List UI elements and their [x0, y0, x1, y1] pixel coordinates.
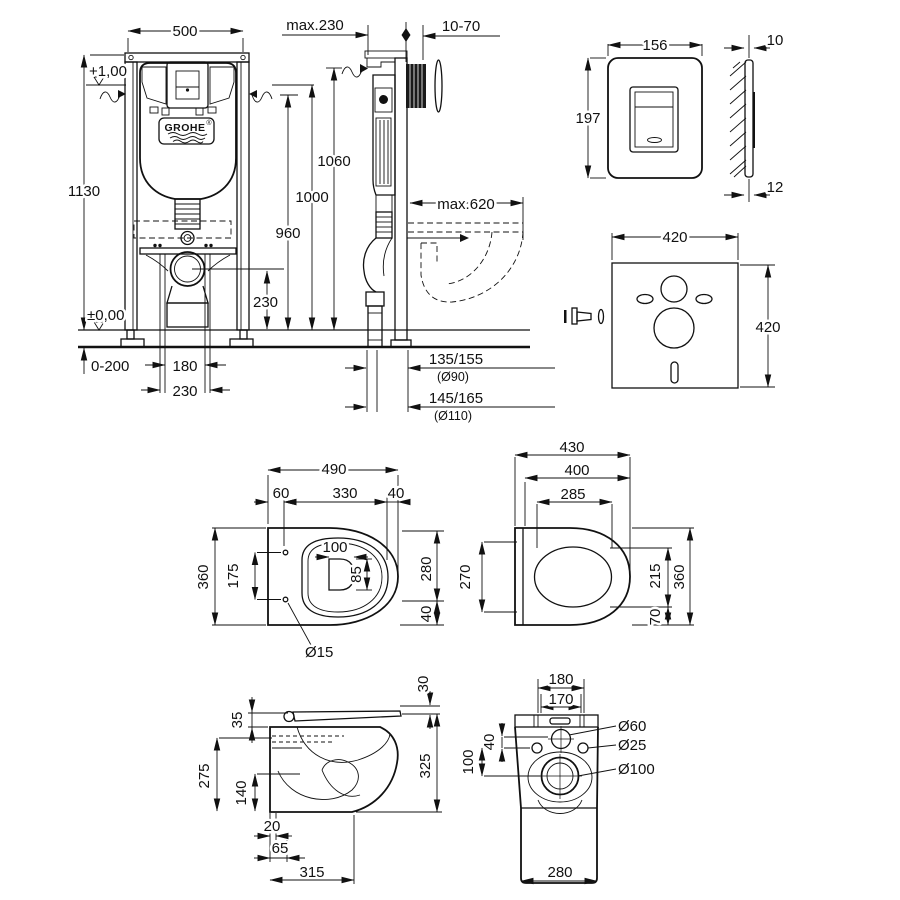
dim-plate-thickness-top: 10 — [767, 32, 784, 49]
drain-opening — [328, 558, 355, 591]
dim-seat-r3: 70 — [647, 609, 664, 626]
bowl-top-view: 490 60 330 40 100 85 175 360 280 40 Ø15 — [193, 459, 444, 664]
dim-drain-width: 100 — [322, 539, 347, 556]
dim-seat-a: 400 — [564, 462, 589, 479]
seat-outline — [514, 527, 631, 626]
dim-rear-dia3: Ø100 — [618, 761, 655, 778]
seat-opening — [533, 546, 613, 608]
flush-plate-view: 156 197 10 12 — [573, 30, 786, 202]
mounting-face-top — [514, 714, 599, 728]
side-rail — [394, 57, 408, 341]
dim-bowl-width: 360 — [195, 564, 212, 589]
dim-seat-r1: 215 — [647, 563, 664, 588]
plate-frame — [166, 61, 209, 109]
inlet-hole — [550, 728, 572, 750]
dim-seat-thickness: 35 — [229, 712, 246, 729]
dim-plate-thickness-bottom: 12 — [767, 179, 784, 196]
dim-hole-diameter: Ø15 — [305, 644, 333, 661]
dim-seat-left: 270 — [457, 564, 474, 589]
wall-face-marker — [401, 28, 411, 42]
flush-plate — [607, 57, 703, 179]
dim-outlet1-dia: (Ø90) — [437, 370, 469, 384]
level-top: +1,00 — [89, 63, 127, 80]
dim-bowl-depth: 315 — [299, 864, 324, 881]
dim-h1060: 1060 — [317, 153, 350, 170]
dim-rear-dia2: Ø25 — [618, 737, 646, 754]
dim-mat-width: 420 — [662, 229, 687, 246]
dim-outlet-height: 230 — [253, 294, 278, 311]
flush-button-frame — [629, 86, 679, 153]
dim-bowl-r1: 280 — [418, 556, 435, 581]
sound-mat — [611, 262, 739, 389]
dim-bowl-a: 60 — [273, 485, 290, 502]
dim-bowlside-h1: 275 — [196, 763, 213, 788]
dim-rear-b: 170 — [548, 691, 573, 708]
fixing-bolt-set-icon — [564, 307, 605, 325]
cut-wave-right — [251, 91, 273, 103]
frame-front-view: GROHE ® 500 1130 +1,00 ±0,00 0-200 230 1… — [65, 21, 530, 403]
cut-wave-left — [99, 91, 121, 103]
grohe-logo: GROHE — [164, 122, 205, 134]
wall-section — [406, 64, 426, 108]
dim-seat-r2: 360 — [671, 564, 688, 589]
dim-rod-180: 180 — [172, 358, 197, 375]
dim-frame-height: 1130 — [68, 183, 100, 200]
cut-wave-side — [341, 66, 363, 78]
grohe-logo-box — [158, 117, 215, 145]
bowl-rear-view: 180 170 40 100 Ø60 Ø25 Ø100 280 — [458, 669, 657, 885]
dim-plate-height: 197 — [575, 110, 600, 127]
frame-top-bar — [124, 52, 250, 63]
dim-bowl-r2: 40 — [418, 606, 435, 623]
dim-bowlside-h2: 140 — [233, 780, 250, 805]
dim-rear-width: 280 — [547, 864, 572, 881]
bowl-profile — [269, 726, 399, 813]
dim-seat-length: 430 — [559, 439, 584, 456]
dim-outlet1: 135/155 — [429, 351, 483, 368]
frame-side-view: max.230 10-70 1060 1000 960 max.620 135/… — [273, 15, 555, 425]
dim-h960: 960 — [275, 225, 300, 242]
dim-h1000: 1000 — [295, 189, 328, 206]
dim-mat-height: 420 — [755, 319, 780, 336]
dim-outlet2-dia: (Ø110) — [434, 409, 472, 423]
dim-bowl-b: 330 — [332, 485, 357, 502]
seat-top-view: 430 400 285 270 215 360 70 — [455, 437, 694, 628]
dim-hole-spacing: 175 — [225, 563, 242, 588]
dim-rear-a: 180 — [548, 671, 573, 688]
dim-rear-d: 100 — [460, 749, 477, 774]
dim-max-reach: max.620 — [437, 196, 495, 213]
dim-frame-width: 500 — [172, 23, 197, 40]
dim-bowlside-b: 65 — [272, 840, 289, 857]
dim-rear-dia1: Ø60 — [618, 718, 646, 735]
frame-left-rail — [124, 61, 138, 331]
dim-drain-height: 85 — [348, 566, 365, 583]
registered-mark: ® — [206, 119, 212, 127]
cistern-side — [372, 74, 396, 196]
dim-bowlside-h3: 325 — [417, 753, 434, 778]
bowl-side-view: 30 35 275 140 20 65 315 325 — [194, 673, 442, 884]
dim-outlet2: 145/165 — [429, 390, 483, 407]
sound-mat-view: 420 420 — [564, 227, 783, 389]
level-floor: ±0,00 — [87, 307, 124, 324]
seat-lid-profile — [292, 710, 402, 722]
dim-lid-thickness: 30 — [415, 676, 432, 693]
plate-side-profile — [434, 59, 443, 113]
dim-bowl-c: 40 — [388, 485, 405, 502]
dim-max-depth: max.230 — [286, 17, 344, 34]
cistern-outline — [139, 62, 237, 200]
drain-elbow — [362, 237, 377, 293]
frame-right-rail — [236, 61, 250, 331]
dim-seat-b: 285 — [560, 486, 585, 503]
dim-foot-adjust: 0-200 — [91, 358, 129, 375]
bowl-outline — [267, 527, 399, 626]
flush-plate-side: 10 12 — [724, 30, 786, 202]
dim-rear-c: 40 — [481, 734, 498, 751]
dim-plate-width: 156 — [642, 37, 667, 54]
bowl-rear-outline — [514, 726, 599, 884]
dim-bowlside-a: 20 — [264, 818, 281, 835]
dim-bowl-length: 490 — [321, 461, 346, 478]
dim-rod-230: 230 — [172, 383, 197, 400]
dim-wall-range: 10-70 — [442, 18, 480, 35]
